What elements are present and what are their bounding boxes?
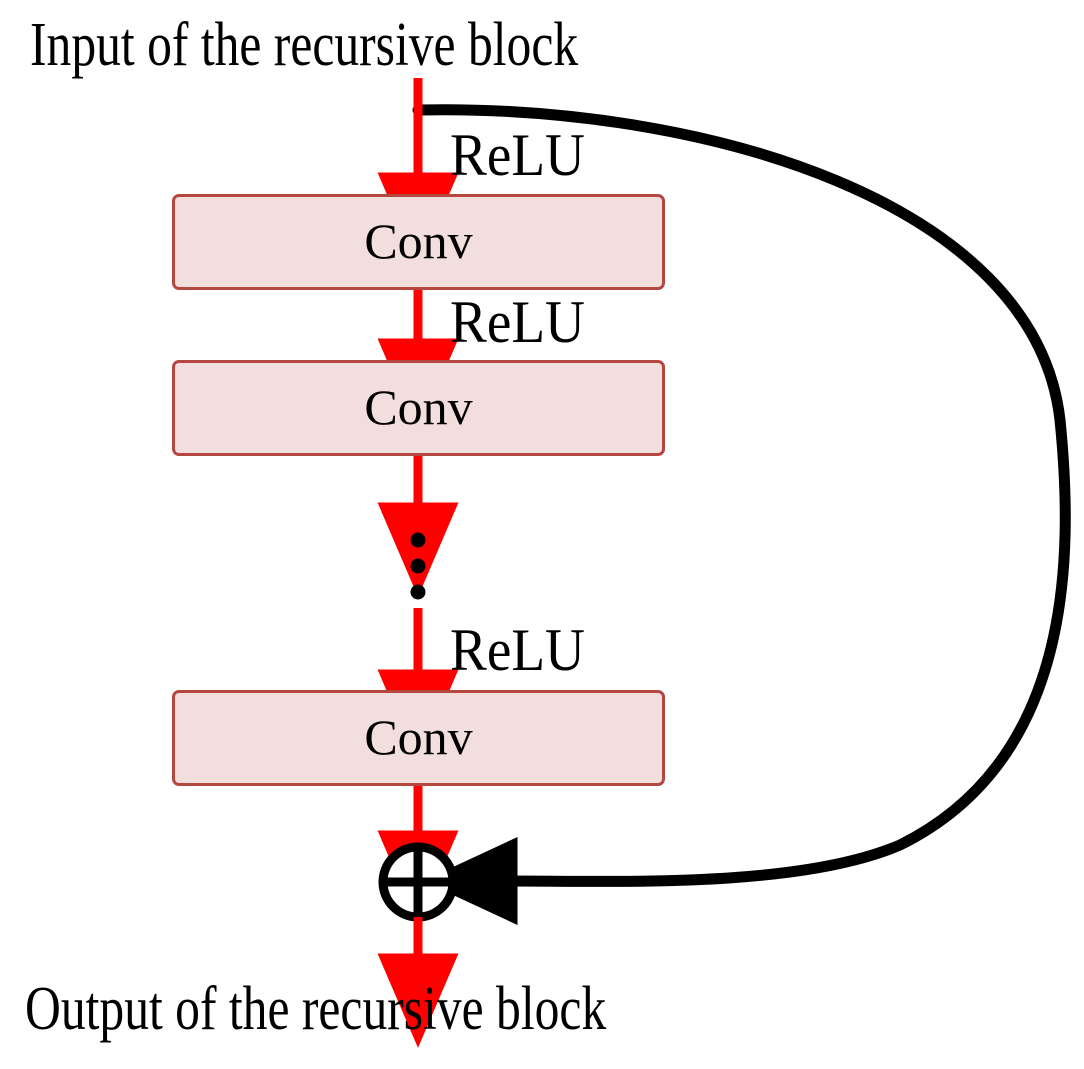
conv-block-2[interactable] xyxy=(172,360,665,456)
relu-label-2: ReLU xyxy=(450,289,585,355)
ellipsis-dot-3 xyxy=(410,584,426,600)
conv-block-1-label: Conv xyxy=(364,213,473,269)
ellipsis-dot-2 xyxy=(410,558,426,574)
ellipsis-dot-1 xyxy=(410,532,426,548)
input-caption: Input of the recursive block xyxy=(30,11,579,79)
conv-block-3-label: Conv xyxy=(364,709,473,765)
conv-block-2-label: Conv xyxy=(364,379,473,435)
output-caption: Output of the recursive block xyxy=(25,975,607,1043)
relu-label-1: ReLU xyxy=(450,122,585,188)
skip-connection-path xyxy=(412,104,1071,926)
conv-block-3[interactable] xyxy=(172,690,665,786)
conv-block-1[interactable] xyxy=(172,194,665,290)
relu-label-3: ReLU xyxy=(450,617,585,683)
